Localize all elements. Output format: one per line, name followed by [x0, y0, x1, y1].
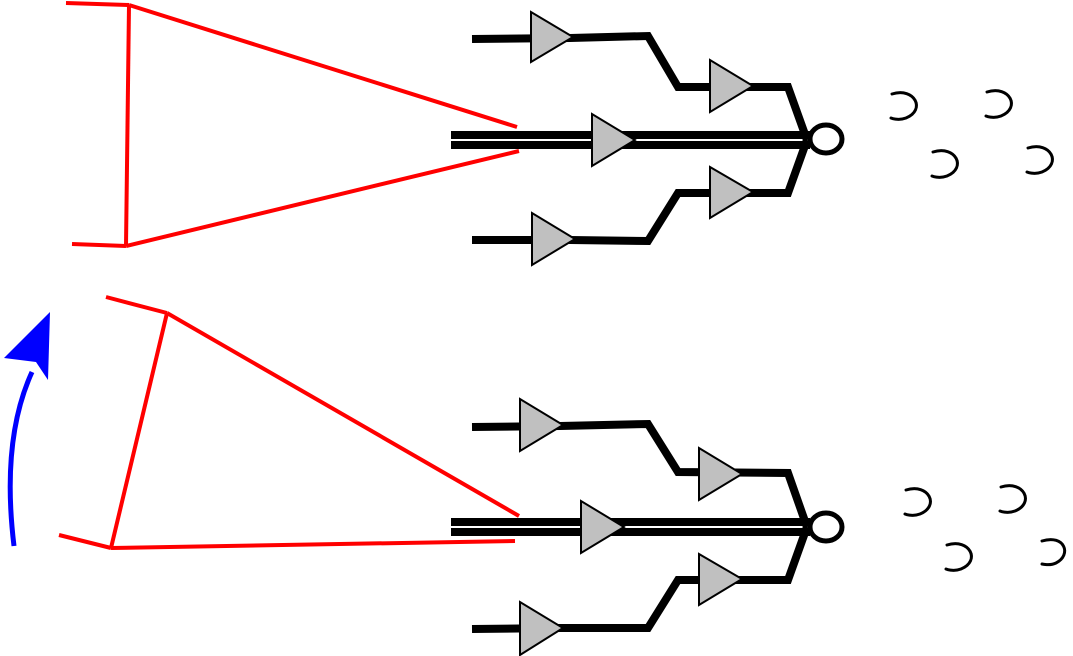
top-beam-ray-upper — [128, 3, 518, 129]
bottom-node-circle — [807, 510, 845, 544]
top-amplifier-5-icon — [531, 211, 577, 267]
horseshoe-icon — [998, 484, 1027, 514]
top-beam-edge-bottom — [71, 242, 127, 248]
horseshoe-icon — [984, 89, 1013, 119]
rotation-arrow-shaft — [7, 370, 35, 547]
top-beam — [65, 1, 520, 248]
bottom-beam — [58, 295, 520, 550]
horseshoe-icon — [903, 487, 932, 517]
bottom-amplifier-1-icon — [519, 397, 565, 453]
rotation-arrow-head-icon — [4, 312, 50, 380]
horseshoe-icon — [1025, 145, 1054, 175]
top-node-circle — [807, 122, 845, 156]
rotation-arrow — [4, 312, 50, 547]
horseshoe-icon — [930, 149, 959, 179]
bottom-beam-ray-upper — [166, 311, 520, 518]
bottom-beam-edge-bottom — [58, 533, 112, 550]
bottom-panel — [58, 295, 1067, 656]
top-amplifier-3-icon — [591, 112, 637, 168]
top-branch-upper — [471, 31, 811, 142]
top-branch-lower — [472, 138, 811, 246]
bottom-beam-edge-top — [105, 295, 168, 315]
bottom-amplifier-2-icon — [698, 446, 744, 502]
bottom-symbols — [903, 484, 1067, 572]
bottom-beam-edge-left — [109, 312, 169, 549]
bottom-amplifier-5-icon — [519, 600, 565, 656]
horseshoe-icon — [889, 91, 918, 121]
horseshoe-icon — [944, 542, 973, 572]
top-beam-edge-top — [65, 1, 130, 7]
top-amplifier-1-icon — [530, 10, 575, 64]
bottom-amplifier-4-icon — [698, 552, 744, 607]
bottom-beam-ray-lower — [110, 539, 516, 550]
top-beam-edge-left — [124, 4, 131, 247]
top-beam-ray-lower — [125, 149, 520, 248]
horseshoe-icon — [1040, 538, 1067, 567]
bottom-amplifier-3-icon — [580, 499, 626, 555]
top-amplifier-4-icon — [709, 165, 755, 220]
top-panel — [65, 1, 1054, 267]
top-amplifier-2-icon — [709, 58, 755, 114]
top-symbols — [889, 89, 1054, 179]
